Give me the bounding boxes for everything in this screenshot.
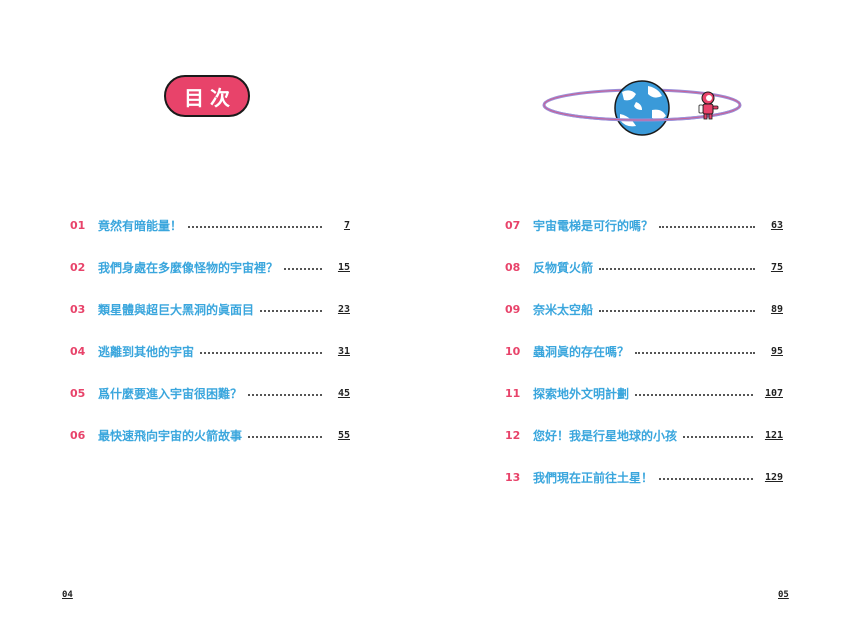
toc-entry-title: 反物質火箭	[533, 260, 594, 275]
toc-leader-dots	[599, 268, 755, 270]
toc-entry-page: 107	[764, 387, 783, 399]
toc-entry-02[interactable]: 02 我們身處在多麼像怪物的宇宙裡？ 15	[70, 246, 350, 288]
toc-entry-13[interactable]: 13 我們現在正前往土星！ 129	[505, 456, 783, 498]
toc-leader-dots	[248, 436, 322, 438]
folio-left: 04	[62, 590, 73, 600]
astronaut-icon	[698, 91, 719, 120]
toc-entry-page: 55	[337, 429, 350, 441]
toc-leader-dots	[284, 268, 322, 270]
toc-entry-page: 15	[337, 261, 350, 273]
toc-entry-title: 竟然有暗能量！	[98, 218, 183, 233]
toc-entry-title: 最快速飛向宇宙的火箭故事	[98, 428, 243, 443]
toc-leader-dots	[188, 226, 322, 228]
toc-entry-page: 121	[764, 429, 783, 441]
toc-entry-page: 31	[337, 345, 350, 357]
toc-entry-title: 我們身處在多麼像怪物的宇宙裡？	[98, 260, 279, 275]
toc-leader-dots	[659, 478, 753, 480]
toc-leader-dots	[635, 394, 753, 396]
toc-entry-title: 我們現在正前往土星！	[533, 470, 654, 485]
toc-entry-10[interactable]: 10 蟲洞眞的存在嗎？ 95	[505, 330, 783, 372]
toc-entry-title: 奈米太空船	[533, 302, 594, 317]
toc-entry-01[interactable]: 01 竟然有暗能量！ 7	[70, 204, 350, 246]
toc-entry-08[interactable]: 08 反物質火箭 75	[505, 246, 783, 288]
planet-icon	[614, 80, 670, 136]
toc-entry-number: 02	[70, 260, 86, 274]
toc-entry-number: 06	[70, 428, 86, 442]
toc-right-column: 07 宇宙電梯是可行的嗎？ 63 08 反物質火箭 75 09 奈米太空船 89…	[505, 204, 783, 498]
toc-entry-page: 95	[770, 345, 783, 357]
toc-entry-number: 11	[505, 386, 521, 400]
toc-entry-number: 10	[505, 344, 521, 358]
toc-entry-number: 05	[70, 386, 86, 400]
toc-entry-title: 宇宙電梯是可行的嗎？	[533, 218, 654, 233]
toc-entry-title: 蟲洞眞的存在嗎？	[533, 344, 630, 359]
toc-entry-page: 63	[770, 219, 783, 231]
toc-entry-number: 04	[70, 344, 86, 358]
folio-right: 05	[778, 590, 789, 600]
toc-entry-06[interactable]: 06 最快速飛向宇宙的火箭故事 55	[70, 414, 350, 456]
toc-leader-dots	[635, 352, 755, 354]
toc-entry-number: 13	[505, 470, 521, 484]
toc-entry-page: 75	[770, 261, 783, 273]
toc-leader-dots	[260, 310, 322, 312]
toc-entry-page: 89	[770, 303, 783, 315]
toc-entry-number: 01	[70, 218, 86, 232]
toc-entry-number: 12	[505, 428, 521, 442]
contents-heading: 目次	[184, 85, 236, 110]
toc-entry-page: 23	[337, 303, 350, 315]
toc-leader-dots	[200, 352, 322, 354]
toc-entry-title: 探索地外文明計劃	[533, 386, 630, 401]
toc-entry-page: 129	[764, 471, 783, 483]
toc-entry-07[interactable]: 07 宇宙電梯是可行的嗎？ 63	[505, 204, 783, 246]
toc-leader-dots	[659, 226, 755, 228]
toc-entry-number: 08	[505, 260, 521, 274]
toc-entry-05[interactable]: 05 爲什麼要進入宇宙很困難？ 45	[70, 372, 350, 414]
toc-entry-title: 您好！我是行星地球的小孩	[533, 428, 678, 443]
toc-entry-number: 07	[505, 218, 521, 232]
toc-entry-number: 09	[505, 302, 521, 316]
toc-entry-title: 逃離到其他的宇宙	[98, 344, 195, 359]
toc-entry-04[interactable]: 04 逃離到其他的宇宙 31	[70, 330, 350, 372]
toc-entry-03[interactable]: 03 類星體與超巨大黑洞的眞面目 23	[70, 288, 350, 330]
toc-entry-number: 03	[70, 302, 86, 316]
toc-entry-12[interactable]: 12 您好！我是行星地球的小孩 121	[505, 414, 783, 456]
toc-entry-11[interactable]: 11 探索地外文明計劃 107	[505, 372, 783, 414]
toc-left-column: 01 竟然有暗能量！ 7 02 我們身處在多麼像怪物的宇宙裡？ 15 03 類星…	[70, 204, 350, 456]
toc-entry-page: 45	[337, 387, 350, 399]
contents-heading-badge: 目次	[164, 75, 250, 117]
toc-entry-title: 爲什麼要進入宇宙很困難？	[98, 386, 243, 401]
toc-entry-09[interactable]: 09 奈米太空船 89	[505, 288, 783, 330]
planet-illustration	[542, 80, 742, 136]
toc-entry-title: 類星體與超巨大黑洞的眞面目	[98, 302, 255, 317]
toc-entry-page: 7	[343, 219, 350, 231]
toc-leader-dots	[248, 394, 322, 396]
toc-leader-dots	[599, 310, 755, 312]
toc-leader-dots	[683, 436, 753, 438]
